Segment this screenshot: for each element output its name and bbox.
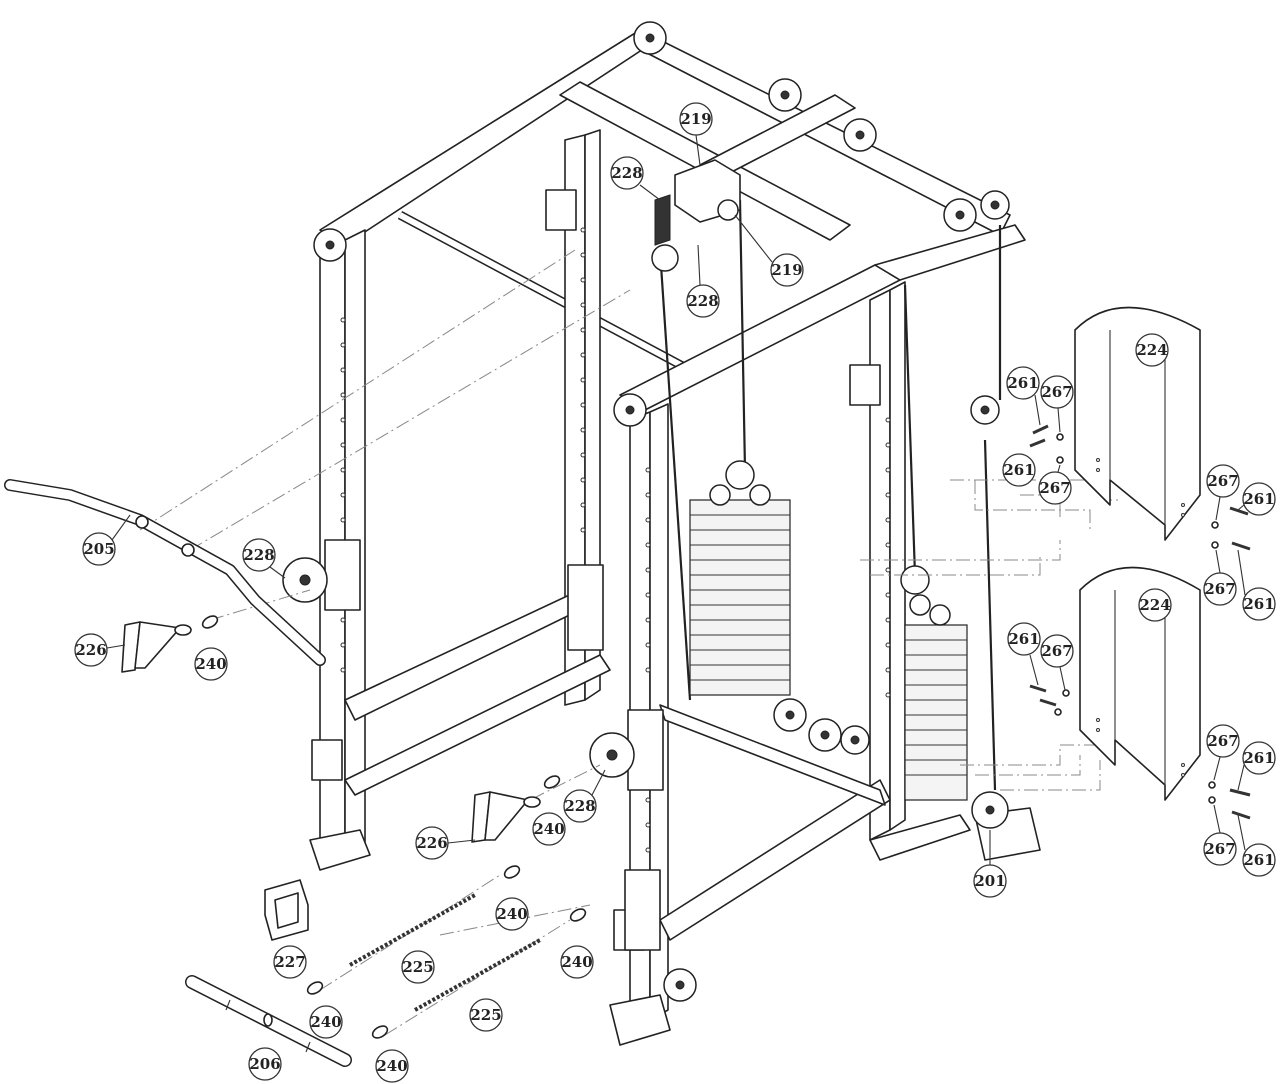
svg-text:225: 225 — [402, 958, 433, 976]
callout-224a: 224 — [1135, 333, 1169, 367]
svg-text:225: 225 — [470, 1006, 501, 1024]
svg-text:267: 267 — [1204, 840, 1235, 858]
callout-226a: 226 — [74, 633, 108, 667]
callout-228b: 228 — [686, 284, 720, 318]
callout-219a: 219 — [679, 102, 713, 136]
svg-text:267: 267 — [1039, 479, 1070, 497]
top-carriage — [651, 159, 741, 272]
bolts-and-washers — [1029, 424, 1251, 820]
svg-text:219: 219 — [771, 261, 802, 279]
callout-240d: 240 — [560, 945, 594, 979]
snap-clips-240 — [201, 615, 587, 1039]
callout-225a: 225 — [401, 950, 435, 984]
callout-267g: 267 — [1203, 832, 1237, 866]
svg-text:267: 267 — [1204, 580, 1235, 598]
callout-219b: 219 — [770, 253, 804, 287]
callout-228c: 228 — [242, 538, 276, 572]
callout-206: 206 — [248, 1047, 282, 1081]
callout-261d: 261 — [1242, 587, 1276, 621]
svg-text:205: 205 — [83, 540, 114, 558]
callout-240b: 240 — [532, 812, 566, 846]
svg-text:261: 261 — [1243, 595, 1274, 613]
svg-text:228: 228 — [564, 797, 595, 815]
shroud-224-top — [1074, 306, 1201, 541]
callout-267a: 267 — [1040, 375, 1074, 409]
callout-261a: 261 — [1006, 366, 1040, 400]
leader-lines — [106, 134, 1246, 865]
svg-text:219: 219 — [680, 110, 711, 128]
callout-267c: 267 — [1206, 464, 1240, 498]
callout-205: 205 — [82, 532, 116, 566]
straight-bar-206 — [185, 975, 352, 1067]
chains-225 — [349, 893, 541, 1012]
shroud-224-bottom — [1079, 566, 1201, 801]
weight-stack-left — [689, 460, 791, 696]
svg-text:261: 261 — [1008, 630, 1039, 648]
svg-text:267: 267 — [1207, 732, 1238, 750]
svg-text:267: 267 — [1041, 383, 1072, 401]
callout-228a: 228 — [610, 156, 644, 190]
svg-text:228: 228 — [611, 164, 642, 182]
callout-226b: 226 — [415, 826, 449, 860]
callout-267d: 267 — [1203, 572, 1237, 606]
callout-240e: 240 — [309, 1005, 343, 1039]
svg-text:261: 261 — [1243, 749, 1274, 767]
callout-267b: 267 — [1038, 471, 1072, 505]
svg-text:206: 206 — [249, 1055, 280, 1073]
upright-holes — [340, 227, 891, 853]
svg-text:240: 240 — [533, 820, 564, 838]
svg-text:261: 261 — [1003, 461, 1034, 479]
callout-201: 201 — [973, 864, 1007, 898]
callout-240a: 240 — [194, 647, 228, 681]
lat-bar-205 — [4, 479, 326, 666]
svg-text:261: 261 — [1243, 490, 1274, 508]
handle-226-right — [471, 791, 541, 843]
svg-text:201: 201 — [974, 872, 1005, 890]
svg-text:267: 267 — [1207, 472, 1238, 490]
svg-text:240: 240 — [561, 953, 592, 971]
callout-267e: 267 — [1040, 634, 1074, 668]
callout-240c: 240 — [495, 897, 529, 931]
cables — [658, 199, 1002, 791]
svg-text:228: 228 — [243, 546, 274, 564]
callout-261f: 261 — [1242, 741, 1276, 775]
weight-stack-right — [900, 565, 968, 801]
svg-text:240: 240 — [195, 655, 226, 673]
svg-text:224: 224 — [1139, 596, 1170, 614]
pulleys — [282, 21, 1010, 1002]
callout-261c: 261 — [1242, 482, 1276, 516]
handle-226-left — [121, 621, 192, 673]
svg-text:228: 228 — [687, 292, 718, 310]
svg-text:227: 227 — [274, 953, 305, 971]
svg-text:224: 224 — [1136, 341, 1167, 359]
callout-240f: 240 — [375, 1049, 409, 1083]
callout-261b: 261 — [1002, 453, 1036, 487]
svg-text:240: 240 — [496, 905, 527, 923]
callout-225b: 225 — [469, 998, 503, 1032]
svg-text:267: 267 — [1041, 642, 1072, 660]
callout-224b: 224 — [1138, 588, 1172, 622]
bracket-227 — [264, 879, 309, 941]
svg-text:261: 261 — [1007, 374, 1038, 392]
callout-227: 227 — [273, 945, 307, 979]
svg-text:240: 240 — [310, 1013, 341, 1031]
svg-text:226: 226 — [75, 641, 106, 659]
callout-267f: 267 — [1206, 724, 1240, 758]
svg-text:261: 261 — [1243, 851, 1274, 869]
svg-text:240: 240 — [376, 1057, 407, 1075]
svg-text:226: 226 — [416, 834, 447, 852]
callout-261e: 261 — [1007, 622, 1041, 656]
callout-228d: 228 — [563, 789, 597, 823]
callout-261g: 261 — [1242, 843, 1276, 877]
